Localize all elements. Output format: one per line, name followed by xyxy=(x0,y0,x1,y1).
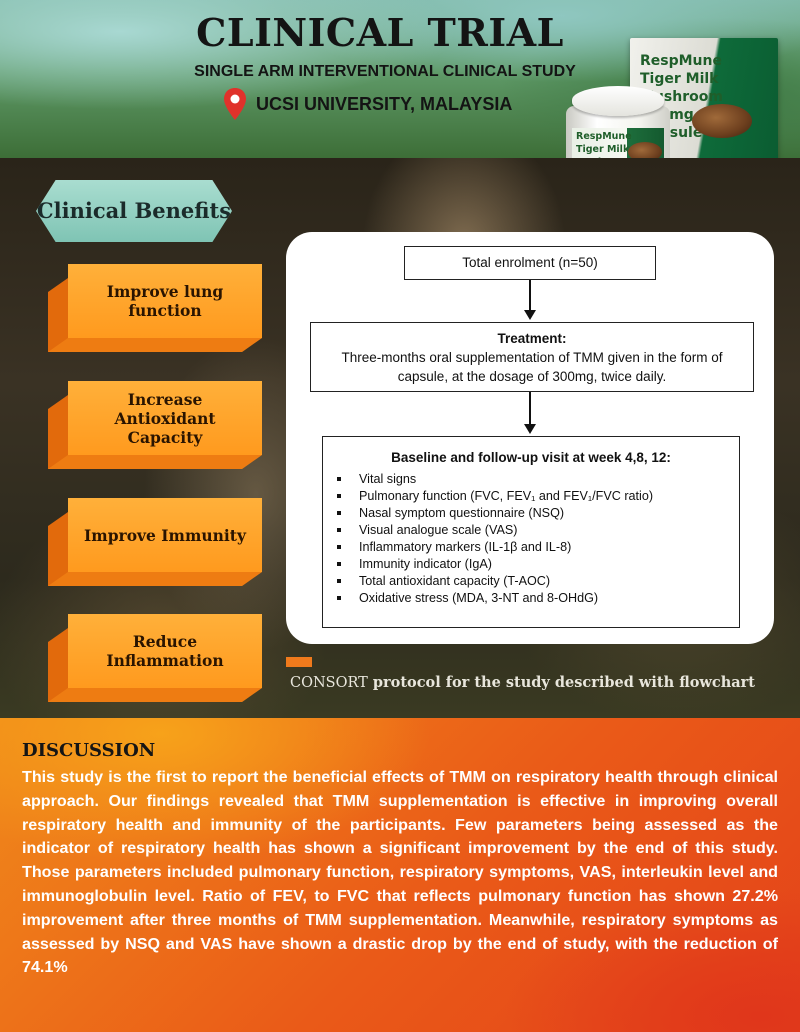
followup-box: Baseline and follow-up visit at week 4,8… xyxy=(322,436,740,628)
enrolment-text: Total enrolment (n=50) xyxy=(462,255,598,270)
benefits-title: Clinical Benefits xyxy=(36,198,232,223)
list-item: Total antioxidant capacity (T-AOC) xyxy=(323,573,739,590)
benefit-block: Improve lung function xyxy=(48,264,262,352)
discussion-text: This study is the first to report the be… xyxy=(22,768,778,977)
benefit-label: Increase Antioxidant Capacity xyxy=(114,389,216,447)
list-item: Nasal symptom questionnaire (NSQ) xyxy=(323,505,739,522)
list-item: Oxidative stress (MDA, 3-NT and 8-OHdG) xyxy=(323,590,739,607)
map-pin-icon xyxy=(224,88,246,120)
mushroom-illustration xyxy=(628,142,662,162)
list-item: Immunity indicator (IgA) xyxy=(323,556,739,573)
flowchart-card: Total enrolment (n=50) Treatment: Three-… xyxy=(286,232,774,644)
page-subtitle: SINGLE ARM INTERVENTIONAL CLINICAL STUDY xyxy=(194,63,576,80)
flowchart-caption: CONSORT protocol for the study described… xyxy=(290,674,755,691)
caption-lead: CONSORT xyxy=(290,675,368,691)
benefit-block: Reduce Inflammation xyxy=(48,614,262,702)
benefit-block: Improve Immunity xyxy=(48,498,262,586)
discussion-title: DISCUSSION xyxy=(22,740,156,761)
benefit-label: Reduce Inflammation xyxy=(106,632,224,670)
location-text: UCSI UNIVERSITY, MALAYSIA xyxy=(256,93,513,114)
page-title: CLINICAL TRIAL xyxy=(196,10,564,55)
treatment-text: Three-months oral supplementation of TMM… xyxy=(341,350,723,384)
caption-text: protocol for the study described with fl… xyxy=(367,674,756,691)
flow-arrow xyxy=(524,392,536,434)
caption-accent-bar xyxy=(286,657,312,667)
benefit-block: Increase Antioxidant Capacity xyxy=(48,381,262,469)
location-line: UCSI UNIVERSITY, MALAYSIA xyxy=(222,86,512,122)
benefit-label: Improve Immunity xyxy=(84,525,246,545)
jar-lid xyxy=(572,86,664,116)
followup-list: Vital signs Pulmonary function (FVC, FEV… xyxy=(323,471,739,607)
clinical-benefits-badge: Clinical Benefits xyxy=(36,180,232,242)
enrolment-box: Total enrolment (n=50) xyxy=(404,246,656,280)
list-item: Inflammatory markers (IL-1β and IL-8) xyxy=(323,539,739,556)
list-item: Pulmonary function (FVC, FEV₁ and FEV₁/F… xyxy=(323,488,739,505)
treatment-title: Treatment: xyxy=(497,331,567,346)
mushroom-illustration xyxy=(692,104,752,138)
benefit-label: Improve lung function xyxy=(106,282,224,320)
discussion-section: DISCUSSION This study is the first to re… xyxy=(0,718,800,1032)
followup-title: Baseline and follow-up visit at week 4,8… xyxy=(391,450,671,465)
list-item: Vital signs xyxy=(323,471,739,488)
list-item: Visual analogue scale (VAS) xyxy=(323,522,739,539)
treatment-box: Treatment: Three-months oral supplementa… xyxy=(310,322,754,392)
flow-arrow xyxy=(524,280,536,320)
